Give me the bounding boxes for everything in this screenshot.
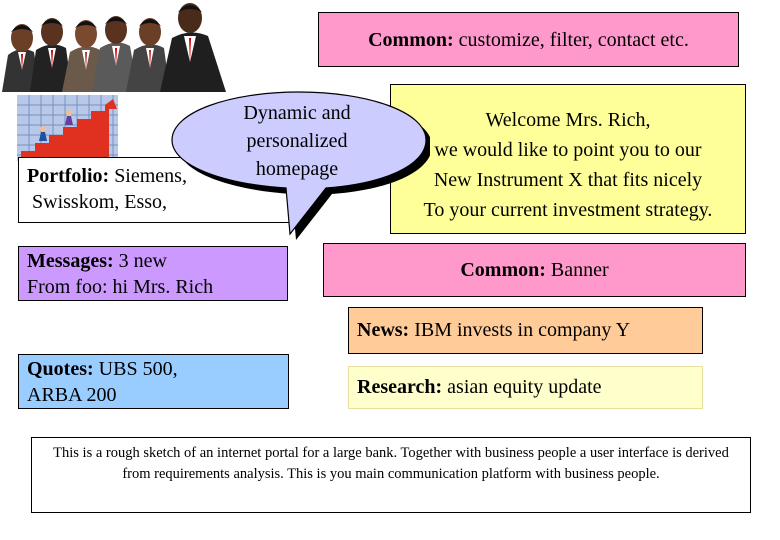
business-people-clipart: [0, 3, 228, 92]
callout-line-2: personalized: [246, 130, 348, 152]
messages-label: Messages:: [27, 250, 114, 272]
quotes-label: Quotes:: [27, 358, 94, 380]
news-box: News: IBM invests in company Y: [348, 307, 703, 354]
callout-text: Dynamic and personalized homepage: [194, 99, 400, 183]
research-label: Research:: [357, 376, 443, 398]
speech-bubble-callout: [171, 91, 430, 240]
callout-line-1: Dynamic and: [243, 102, 351, 124]
common-customize-box: Common: customize, filter, contact etc.: [318, 12, 739, 67]
welcome-box: Welcome Mrs. Rich, we would like to poin…: [390, 84, 746, 234]
news-label: News:: [357, 319, 410, 341]
banner-text: Banner: [545, 259, 609, 281]
messages-line2: From foo: hi Mrs. Rich: [27, 276, 214, 298]
welcome-line-1: Welcome Mrs. Rich,: [485, 109, 651, 131]
common-text: customize, filter, contact etc.: [453, 29, 689, 51]
common-banner-box: Common: Banner: [323, 243, 746, 297]
quotes-line2: ARBA 200: [27, 384, 117, 406]
caption-text: This is a rough sketch of an internet po…: [53, 445, 729, 482]
common-label: Common:: [368, 29, 454, 51]
callout-line-3: homepage: [255, 158, 339, 180]
portfolio-label: Portfolio:: [27, 165, 110, 187]
welcome-line-2: we would like to point you to our: [434, 139, 702, 161]
welcome-line-3: New Instrument X that fits nicely: [433, 169, 703, 191]
welcome-line-4: To your current investment strategy.: [423, 199, 713, 221]
portfolio-line2: Swisskom, Esso,: [32, 191, 168, 213]
research-text: asian equity update: [442, 376, 602, 398]
quotes-line1: UBS 500,: [93, 358, 178, 380]
description-caption: This is a rough sketch of an internet po…: [31, 437, 751, 513]
messages-box: Messages: 3 new From foo: hi Mrs. Rich: [18, 246, 288, 301]
stairs-growth-clipart: [17, 95, 118, 161]
news-text: IBM invests in company Y: [409, 319, 631, 341]
quotes-box: Quotes: UBS 500, ARBA 200: [18, 354, 289, 409]
research-box: Research: asian equity update: [348, 366, 703, 409]
banner-label: Common:: [460, 259, 546, 281]
portfolio-line1: Siemens,: [109, 165, 187, 187]
messages-line1: 3 new: [113, 250, 167, 272]
